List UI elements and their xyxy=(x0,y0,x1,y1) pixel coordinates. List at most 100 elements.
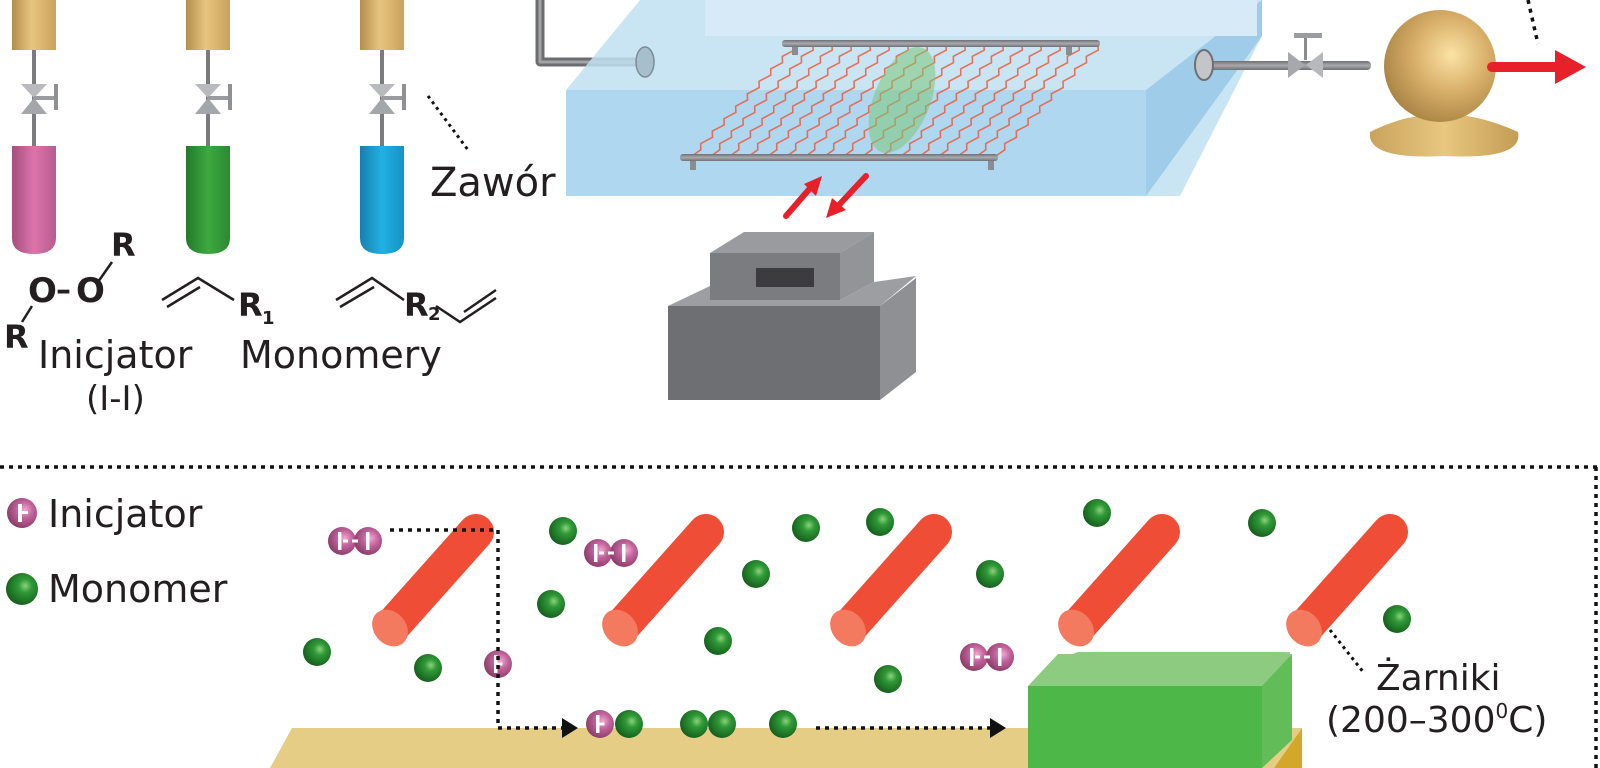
monomer-molecule xyxy=(708,710,736,738)
valve-body xyxy=(1288,52,1305,78)
valve-icon[interactable] xyxy=(369,84,406,114)
monomer-molecule xyxy=(549,517,577,545)
peroxide-r-top: R xyxy=(111,226,136,264)
bond-line xyxy=(339,285,375,309)
filament-rod xyxy=(1058,514,1180,647)
monomer-molecule xyxy=(769,710,797,738)
reagent-cylinder xyxy=(186,146,230,254)
peroxide-o1: O xyxy=(28,271,57,311)
monomer-molecule xyxy=(1383,605,1411,633)
initiator-radical xyxy=(586,710,614,738)
rod-end xyxy=(1286,609,1322,647)
valve-label: Zawór xyxy=(430,160,556,206)
stage-lower-front xyxy=(668,306,880,400)
filament-wire xyxy=(900,43,1005,157)
valve-handle[interactable] xyxy=(1294,33,1322,38)
valve-stem xyxy=(208,96,230,100)
filament-wire xyxy=(919,43,1024,157)
chamber-front-face xyxy=(566,90,1146,196)
legend-label: Monomer xyxy=(48,567,228,611)
bond-line xyxy=(335,276,405,302)
filament-label: Żarniki xyxy=(1376,657,1501,699)
temp-unit: C) xyxy=(1508,700,1547,741)
valve-handle xyxy=(228,84,232,110)
legend-item-initiator: Inicjator xyxy=(7,492,203,536)
cylinder-cap xyxy=(360,0,404,50)
exhaust-arrow-head xyxy=(1555,50,1586,84)
bond-dash xyxy=(984,655,990,659)
filament-wire xyxy=(729,43,834,157)
peroxide-bond: – xyxy=(56,273,71,308)
initiator-molecule xyxy=(584,539,638,567)
rod-body xyxy=(1062,514,1180,642)
bond-dash xyxy=(343,539,348,543)
arrow-up xyxy=(783,183,815,219)
monomer1-r: R xyxy=(238,286,263,324)
bond-line xyxy=(20,305,34,323)
cylinder-cap xyxy=(186,0,230,50)
monomer-molecule xyxy=(680,710,708,738)
cylinder-cap xyxy=(12,0,56,50)
valve-icon[interactable] xyxy=(21,84,58,114)
valve-icon[interactable] xyxy=(195,84,232,114)
valve-body xyxy=(21,84,47,98)
stage-top-lower xyxy=(668,276,916,306)
rail-post xyxy=(988,161,994,170)
monomer2-r: R xyxy=(404,286,429,324)
rod-body xyxy=(376,514,494,642)
pathway-arrow-head xyxy=(562,718,578,738)
rod-body xyxy=(834,514,952,642)
outlet-valve[interactable] xyxy=(1288,33,1323,78)
filament-rod xyxy=(830,514,952,647)
peroxide-r-bottom: R xyxy=(4,318,29,356)
initiator-structure: R O – O R xyxy=(4,226,136,356)
filament-wire xyxy=(938,43,1043,157)
valve-stem xyxy=(1304,38,1307,60)
substrate-sample xyxy=(868,47,936,153)
filament-temperature: (200–3000C) xyxy=(1326,699,1547,741)
filament-wire xyxy=(691,43,796,157)
filament-rod xyxy=(372,514,494,647)
filament-wire xyxy=(957,43,1062,157)
rod-end xyxy=(372,609,408,647)
filament-rod xyxy=(602,514,724,647)
valve-leader-line xyxy=(426,95,470,151)
valve-body xyxy=(369,98,395,114)
bottom-panel: Inicjator Monomer xyxy=(0,465,1598,768)
bond-line xyxy=(161,276,235,302)
monomer1-cylinder xyxy=(186,0,232,254)
monomer-molecule xyxy=(704,627,732,655)
coating-front-face xyxy=(1028,686,1262,768)
valve-stem xyxy=(382,96,404,100)
monomer-molecule xyxy=(615,710,643,738)
polymer-coating xyxy=(1028,652,1292,768)
monomer2-structure: R 2 xyxy=(335,276,497,325)
stage-display xyxy=(756,268,814,287)
legend-label: Inicjator xyxy=(48,492,203,536)
chamber-side-face xyxy=(1146,0,1262,196)
monomer-molecule xyxy=(866,508,894,536)
radical-bar xyxy=(998,648,1002,666)
bond-line xyxy=(435,296,497,324)
monomer1-r-sub: 1 xyxy=(262,308,275,329)
stage-lower-side xyxy=(880,278,916,400)
monomer-molecule xyxy=(792,514,820,542)
valve-body xyxy=(195,84,221,98)
rod-end xyxy=(602,609,638,647)
initiator-sphere xyxy=(584,539,612,567)
temp-range: (200–300 xyxy=(1326,700,1495,741)
rod-body xyxy=(606,514,724,642)
initiator-formula: (I-I) xyxy=(86,379,145,419)
radical-bar xyxy=(970,648,974,666)
heat-exchange-arrows xyxy=(783,173,869,219)
chamber-lid xyxy=(705,0,1257,36)
top-panel: Zawór R O – O R R 1 R 2 Inicjator xyxy=(4,0,1586,419)
upper-rail xyxy=(782,40,1100,47)
legend: Inicjator Monomer xyxy=(6,492,228,611)
monomer-molecule xyxy=(976,560,1004,588)
exhaust-leader-line xyxy=(1526,0,1540,45)
rail-post xyxy=(1066,47,1072,55)
bond-dash xyxy=(608,551,614,555)
filament-wire xyxy=(786,43,891,157)
radical-dot xyxy=(599,722,605,726)
